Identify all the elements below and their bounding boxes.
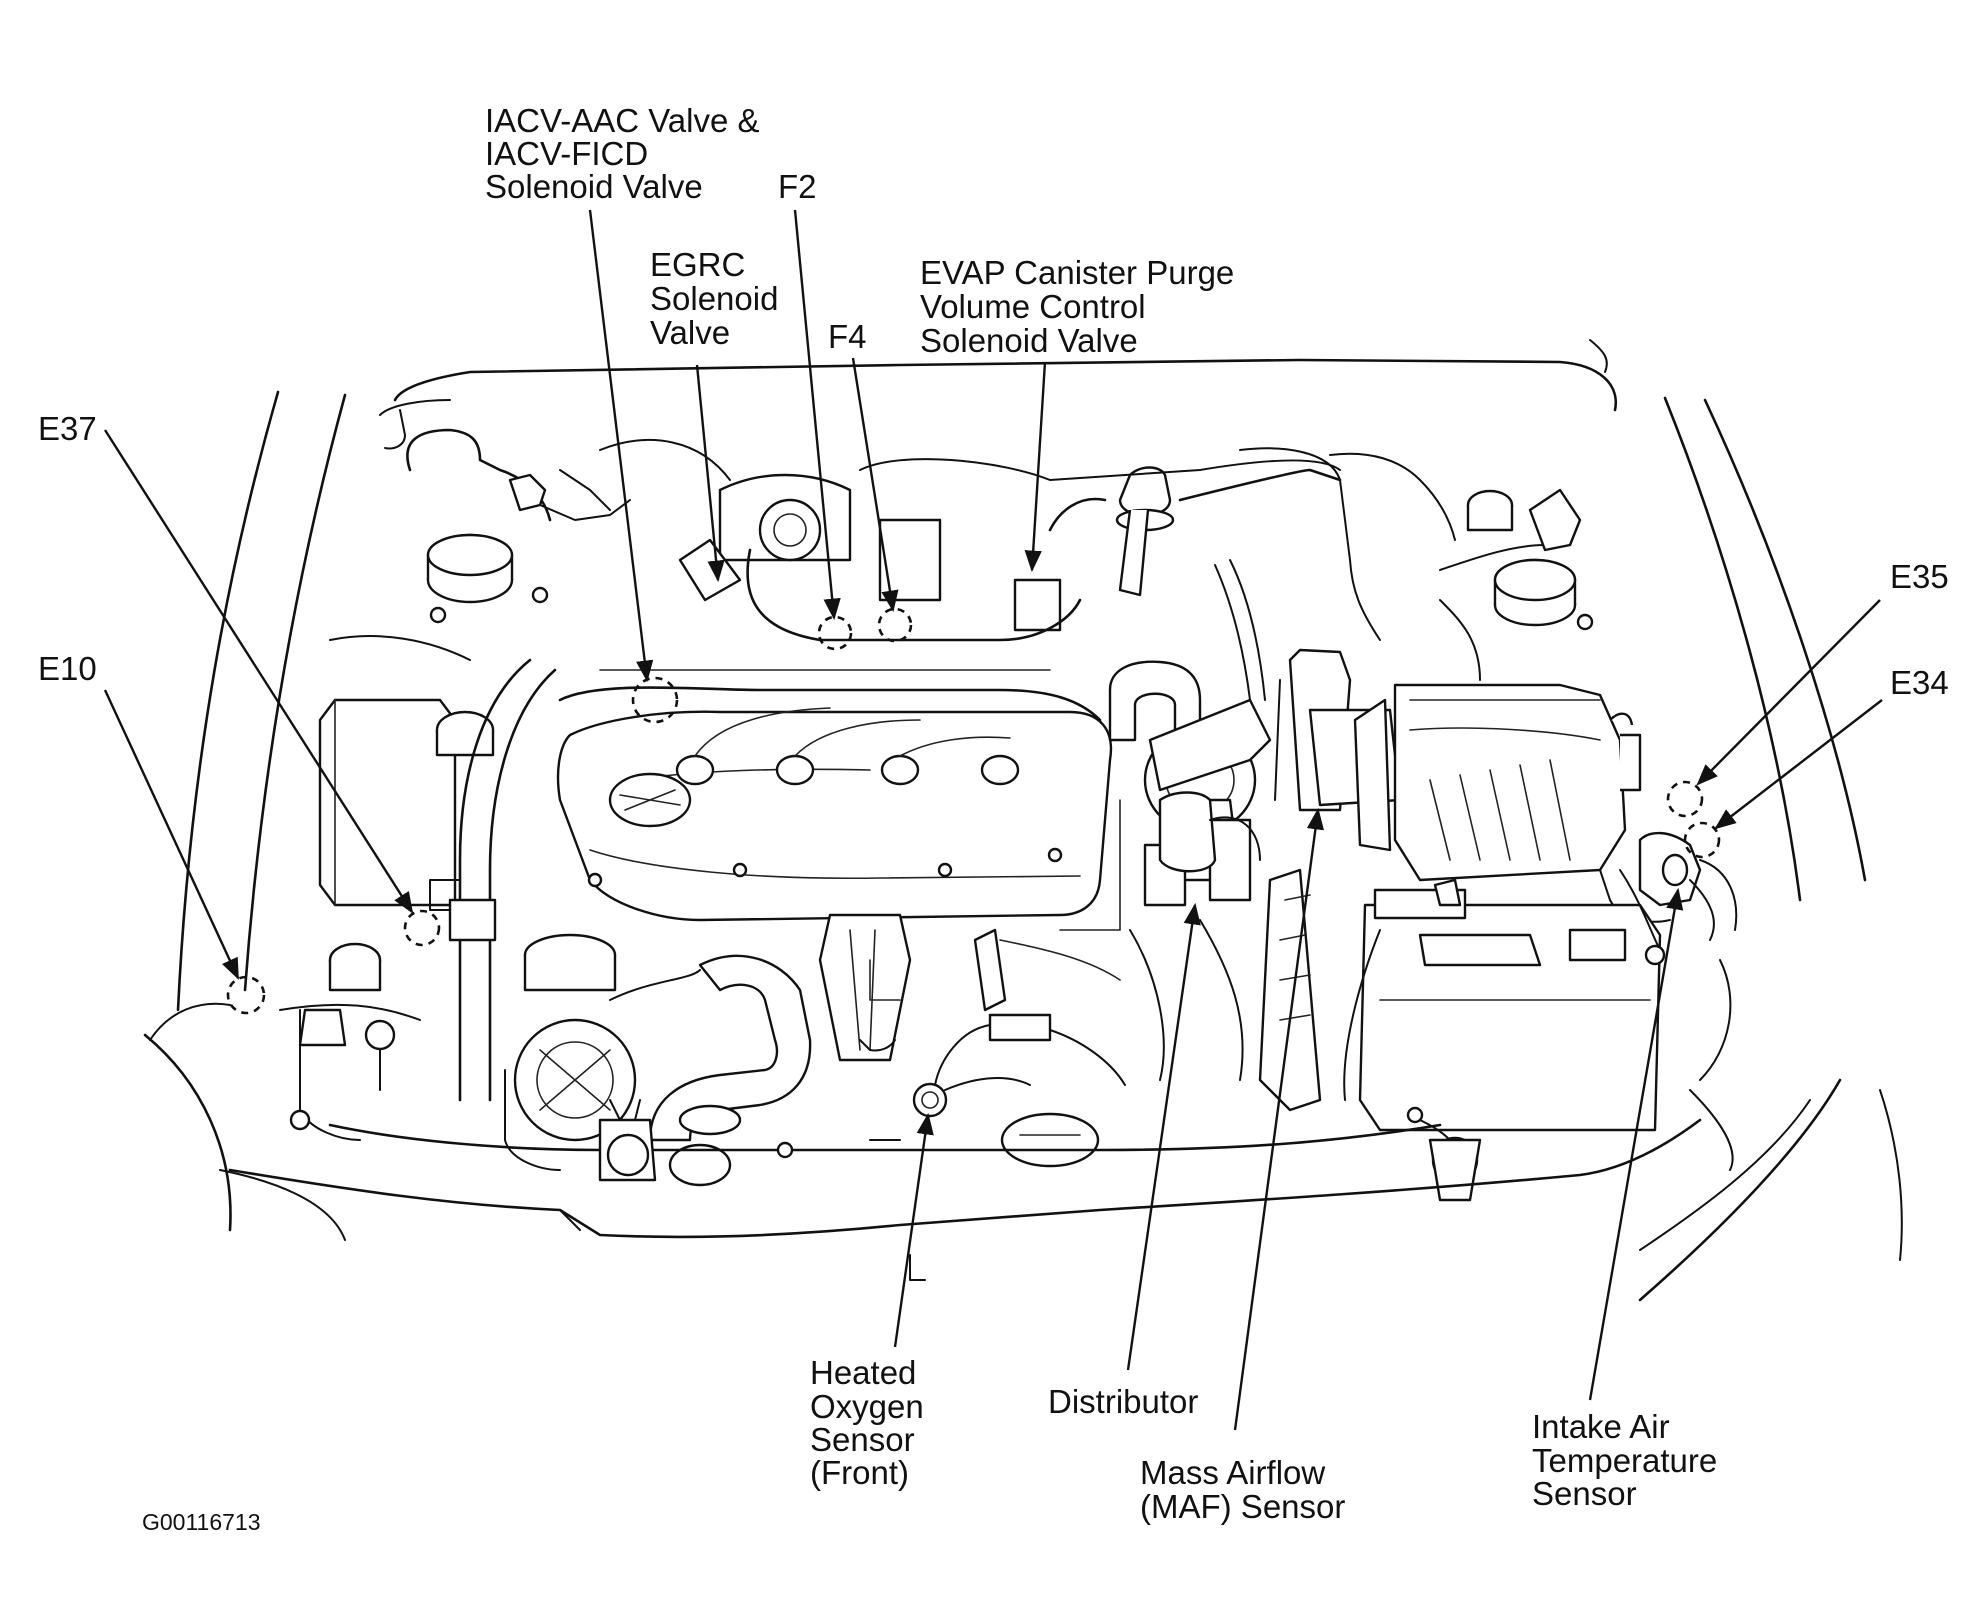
body-outline xyxy=(143,339,1903,1302)
f4-connector-marker xyxy=(877,607,913,643)
egrc-leader xyxy=(695,364,725,583)
e34-leader xyxy=(1714,699,1883,830)
battery xyxy=(1343,878,1662,1202)
heated-o2-label: Heated Oxygen Sensor (Front) xyxy=(810,1354,933,1491)
e37-leader xyxy=(103,429,414,914)
e35-leader xyxy=(1696,599,1881,786)
e10-connector-marker xyxy=(226,975,266,1015)
e34-label: E34 xyxy=(1890,664,1949,701)
maf-leader xyxy=(1233,807,1324,1431)
f2-leader xyxy=(793,209,841,621)
distributor-label: Distributor xyxy=(1048,1383,1198,1420)
connector-markers xyxy=(226,607,1721,1015)
radiator-hose xyxy=(609,954,812,1187)
distributor-body xyxy=(1158,791,1261,873)
leader-lines xyxy=(103,209,1883,1431)
e35-label: E35 xyxy=(1890,558,1949,595)
iacv-connector-marker xyxy=(631,676,679,724)
iacv-label: IACV-AAC Valve & IACV-FICD Solenoid Valv… xyxy=(485,102,769,205)
right-strut-tower xyxy=(1439,488,1594,681)
e10-label: E10 xyxy=(38,650,97,687)
e37-connector-marker xyxy=(403,909,441,947)
f4-label: F4 xyxy=(828,318,867,355)
f2-label: F2 xyxy=(778,168,817,205)
e37-label: E37 xyxy=(38,410,97,447)
iat-leader xyxy=(1588,887,1684,1401)
heated-o2-leader xyxy=(893,1112,934,1348)
evap-leader xyxy=(1024,361,1047,573)
left-strut-tower xyxy=(329,428,631,661)
alternator xyxy=(429,658,637,1171)
figure-code: G00116713 xyxy=(142,1509,261,1535)
e35-connector-marker xyxy=(1666,780,1704,818)
radiator-support xyxy=(228,1089,1734,1281)
air-cleaner xyxy=(1393,683,1671,923)
callout-labels: IACV-AAC Valve & IACV-FICD Solenoid Valv… xyxy=(38,102,1949,1535)
egrc-label: EGRC Solenoid Valve xyxy=(650,246,788,351)
evap-label: EVAP Canister Purge Volume Control Solen… xyxy=(920,254,1243,359)
f2-connector-marker xyxy=(817,615,853,651)
iat-label: Intake Air Temperature Sensor xyxy=(1532,1408,1726,1512)
engine-line-art xyxy=(143,339,1903,1302)
iacv-leader xyxy=(588,209,654,683)
e10-leader xyxy=(103,689,240,980)
cylinder-head xyxy=(556,707,1113,922)
maf-label: Mass Airflow (MAF) Sensor xyxy=(1140,1454,1345,1525)
f4-leader xyxy=(851,357,899,613)
maf-duct xyxy=(1258,648,1402,1112)
distributor-leader xyxy=(1126,902,1201,1371)
iat-area xyxy=(1619,831,1738,1081)
exhaust-area xyxy=(818,913,1244,1168)
e34-connector-marker xyxy=(1683,821,1721,859)
